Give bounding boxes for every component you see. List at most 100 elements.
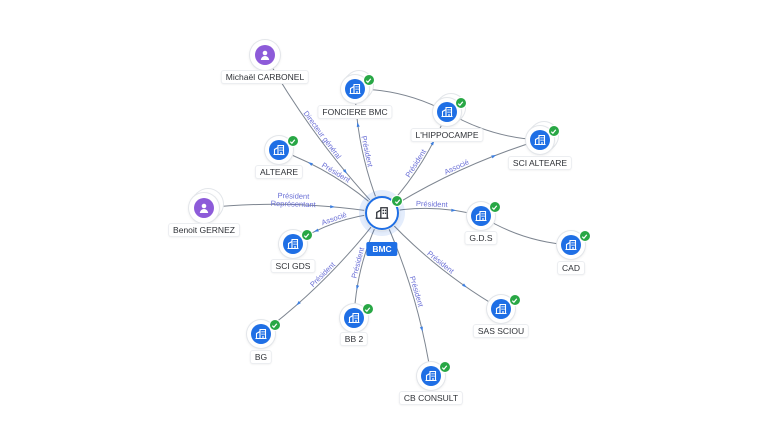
node-label: CAD (558, 262, 584, 274)
verified-badge (268, 319, 281, 332)
verified-badge (508, 294, 521, 307)
edge-line (381, 212, 502, 310)
check-icon (458, 101, 464, 106)
edge-line (381, 212, 432, 377)
company-avatar (421, 366, 441, 386)
person-icon (199, 203, 209, 213)
company-icon (495, 303, 507, 315)
edge-arrow-icon (356, 122, 360, 128)
edge-arrow-icon (356, 284, 360, 290)
company-icon (534, 134, 546, 146)
node-label: FONCIERE BMC (318, 106, 392, 118)
node-label: ALTEARE (255, 166, 303, 178)
company-avatar (345, 79, 365, 99)
node-circle[interactable] (189, 193, 219, 223)
company-avatar (269, 140, 289, 160)
node-label: SAS SCIOU (473, 325, 529, 337)
company-avatar (561, 235, 581, 255)
company-icon (349, 83, 361, 95)
person-avatar (194, 198, 214, 218)
company-avatar (491, 299, 511, 319)
center-node-circle[interactable] (365, 196, 399, 230)
check-icon (365, 307, 371, 312)
edge-arrow-icon (419, 326, 423, 332)
node-label: CB CONSULT (399, 392, 463, 404)
check-icon (512, 298, 518, 303)
edge-label: Représentant (271, 199, 317, 209)
edge-line (203, 203, 383, 214)
company-avatar (251, 324, 271, 344)
node-circle[interactable] (279, 230, 307, 258)
company-avatar (283, 234, 303, 254)
node-label: Michaël CARBONEL (221, 71, 309, 83)
edge-arrow-icon (313, 228, 319, 232)
verified-badge (578, 230, 591, 243)
verified-badge (547, 125, 560, 138)
check-icon (582, 234, 588, 239)
company-icon (348, 312, 360, 324)
verified-badge (454, 97, 467, 110)
check-icon (442, 365, 448, 370)
edge-label: Président (349, 245, 366, 279)
edge-arrow-icon (330, 205, 335, 209)
company-icon (287, 238, 299, 250)
check-icon (551, 129, 557, 134)
company-icon (565, 239, 577, 251)
node-circle[interactable] (557, 231, 585, 259)
node-label: Benoit GERNEZ (169, 224, 239, 236)
edge-arrow-icon (491, 154, 497, 159)
node-circle[interactable] (341, 75, 369, 103)
edge-arrow-icon (308, 162, 313, 166)
node-label: G.D.S (465, 232, 497, 244)
edge-arrow-icon (296, 300, 301, 306)
company-icon (255, 328, 267, 340)
edge-label: Président (277, 191, 310, 201)
check-icon (366, 78, 372, 83)
node-label: SCI GDS (271, 260, 315, 272)
person-avatar (255, 45, 275, 65)
node-label: BB 2 (340, 333, 368, 345)
node-label: BG (250, 351, 272, 363)
edge-label: Président (408, 275, 426, 309)
company-icon (441, 106, 453, 118)
company-icon (375, 207, 389, 219)
edge-arrow-icon (451, 208, 457, 212)
company-icon (425, 370, 437, 382)
verified-badge (300, 229, 313, 242)
node-label: SCI ALTEARE (508, 157, 572, 169)
edge-arrow-icon (462, 283, 467, 288)
edge-arrow-icon (342, 169, 347, 174)
edge-label: Président (359, 135, 375, 169)
verified-badge (286, 135, 299, 148)
verified-badge (361, 303, 374, 316)
edge-label: Associé (443, 157, 471, 176)
verified-badge (391, 195, 404, 208)
company-avatar (437, 102, 457, 122)
edge-label: Président (425, 249, 456, 276)
verified-badge (438, 361, 451, 374)
person-icon (260, 50, 270, 60)
node-circle[interactable] (340, 304, 368, 332)
center-node-label: BMC (366, 242, 398, 256)
company-avatar (530, 130, 550, 150)
edge-label: Associé (320, 210, 348, 227)
check-icon (304, 233, 310, 238)
verified-badge (488, 201, 501, 214)
company-avatar (344, 308, 364, 328)
edge-label: Président (320, 160, 353, 185)
edge-label: Président (403, 147, 428, 179)
check-icon (394, 199, 401, 204)
node-circle[interactable] (250, 40, 280, 70)
node-label: L'HIPPOCAMPE (411, 129, 483, 141)
check-icon (272, 323, 278, 328)
edge-label: Président (416, 199, 449, 209)
edge-center-cb_consult: Président (381, 212, 432, 377)
verified-badge (362, 74, 375, 87)
check-icon (290, 139, 296, 144)
company-icon (273, 144, 285, 156)
company-icon (475, 210, 487, 222)
edge-arrow-icon (430, 140, 435, 146)
company-avatar (471, 206, 491, 226)
check-icon (492, 205, 498, 210)
